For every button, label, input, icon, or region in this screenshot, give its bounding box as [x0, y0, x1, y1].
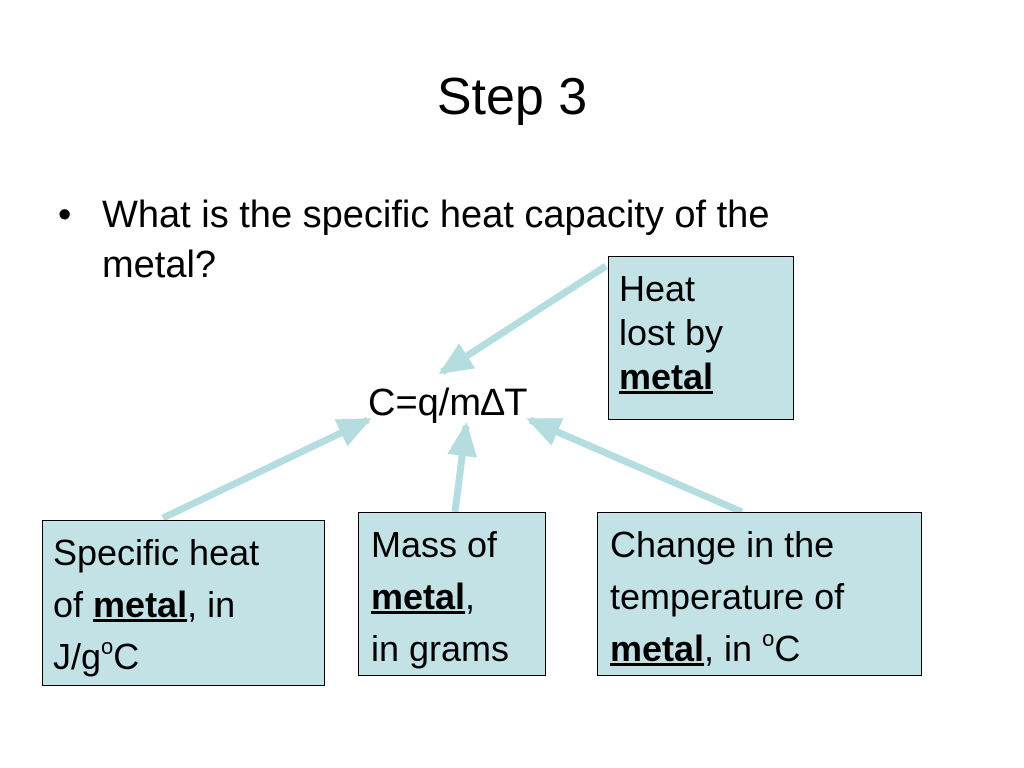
mass-line-1: Mass of [371, 524, 498, 565]
arrow-mass [447, 422, 478, 513]
specific-heat-line-2-pre: of [53, 584, 94, 625]
specific-heat-degree: o [101, 634, 114, 659]
mass-line-3: in grams [371, 628, 510, 669]
heat-lost-box: Heat lost by metal [608, 256, 794, 420]
temp-change-line-3: metal, in oC [610, 623, 921, 675]
heat-lost-line-2: lost by [619, 312, 724, 353]
temp-change-line-3-mid: , in [704, 628, 763, 669]
temp-change-box: Change in the temperature of metal, in o… [597, 512, 922, 676]
bullet-line-2: metal? [102, 244, 217, 286]
specific-heat-unit-pre: J/g [53, 636, 102, 677]
heat-lost-line-3: metal [619, 355, 793, 399]
arrow-specific-heat [161, 416, 372, 522]
formula: C=q/m∆T [368, 380, 527, 426]
temp-change-degree: o [762, 626, 775, 651]
temp-change-line-1: Change in the [610, 524, 835, 565]
heat-lost-bold-metal: metal [619, 356, 714, 397]
bullet-text: What is the specific heat capacity of th… [102, 190, 932, 290]
temp-change-line-2: temperature of [610, 576, 845, 617]
temp-change-line-3-post: C [774, 628, 801, 669]
bullet-line-1: What is the specific heat capacity of th… [102, 194, 770, 236]
mass-line-2: metal, [371, 571, 545, 623]
formula-delta: ∆ [480, 382, 505, 424]
bullet-symbol: • [58, 194, 72, 236]
temp-change-bold-metal: metal [610, 628, 705, 669]
specific-heat-box: Specific heat of metal, in J/goC [42, 520, 325, 686]
formula-left: C=q/m [368, 382, 481, 424]
mass-line-2-post: , [465, 576, 476, 617]
specific-heat-bold-metal: metal [93, 584, 188, 625]
formula-right: T [504, 382, 528, 424]
specific-heat-line-2-post: , in [187, 584, 236, 625]
mass-bold-metal: metal [371, 576, 466, 617]
heat-lost-line-1: Heat [619, 268, 696, 309]
specific-heat-unit-post: C [113, 636, 140, 677]
specific-heat-line-3: J/goC [53, 631, 324, 683]
arrow-temp-change [526, 416, 744, 516]
arrow-heat-lost [438, 263, 608, 375]
specific-heat-line-2: of metal, in [53, 579, 324, 631]
slide-title: Step 3 [436, 68, 588, 126]
mass-box: Mass of metal, in grams [358, 512, 546, 676]
specific-heat-line-1: Specific heat [53, 532, 260, 573]
